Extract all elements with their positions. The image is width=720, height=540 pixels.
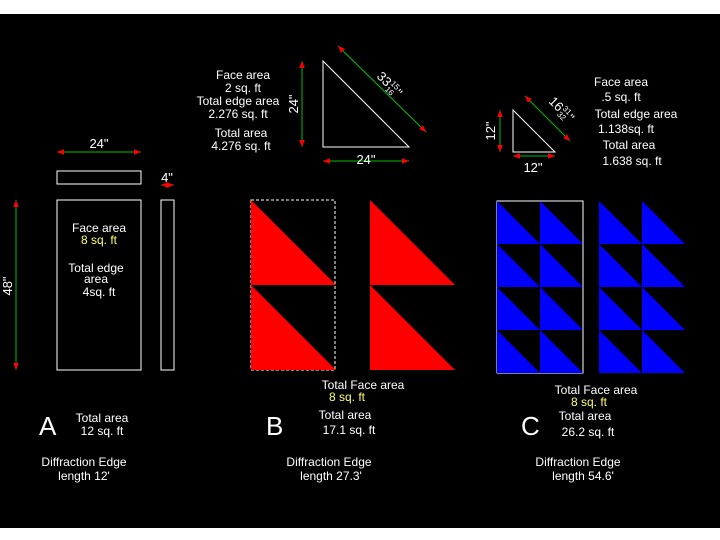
panel-a-edge-area-label-2: area — [84, 272, 108, 286]
panel-b-total-face-label: Total Face area — [322, 378, 405, 392]
panel-b-total-area-value: 17.1 sq. ft — [323, 423, 376, 437]
panel-b-total-area-label: Total area — [319, 408, 372, 422]
panel-c-tri-face-area-label: Face area — [594, 75, 648, 89]
panel-c-blue-triangle — [599, 201, 642, 244]
panel-c-blue-triangle — [540, 287, 583, 330]
panel-c-hyp-dim: 16 31 32 " — [546, 94, 578, 126]
panel-b-diffraction-value: length 27.3' — [300, 469, 362, 483]
panel-c-total-area-label: Total area — [559, 409, 612, 423]
panel-b-horizontal-dim: 24" — [356, 152, 375, 167]
panel-a-total-area-value: 12 sq. ft — [81, 424, 124, 438]
panel-a-total-area-label: Total area — [76, 411, 129, 425]
panel-c-blue-triangle — [642, 244, 685, 287]
diffraction-diagram: 24" 4" 48" Face area 8 sq. ft Total edge… — [0, 45, 685, 483]
panel-b-red-triangle — [251, 200, 336, 285]
panel-a-width-dim: 24" — [89, 136, 108, 151]
panel-b-red-triangle — [251, 285, 336, 370]
panel-b-letter: B — [266, 411, 283, 441]
panel-b-red-triangle — [370, 285, 455, 370]
panel-b-diffraction-label: Diffraction Edge — [286, 455, 371, 469]
panel-b-tri-face-area-label: Face area — [216, 68, 270, 82]
panel-c-blue-triangle — [599, 330, 642, 373]
diagram-canvas: 24" 4" 48" Face area 8 sq. ft Total edge… — [0, 14, 720, 528]
panel-c-total-face-value: 8 sq. ft — [571, 395, 608, 409]
panel-a-edge-area-value: 4sq. ft — [83, 285, 116, 299]
panel-c-total-face-label: Total Face area — [555, 383, 638, 397]
panel-b: 24" 24" 33 15 16 " Face area 2 sq. ft To… — [197, 45, 455, 483]
panel-c-blue-triangle — [599, 287, 642, 330]
panel-c-tri-edge-area-value: 1.138sq. ft — [598, 122, 655, 136]
panel-c-blue-triangle — [642, 287, 685, 330]
panel-c-diffraction-value: length 54.6' — [552, 469, 614, 483]
panel-a-edge-area-label-1: Total edge — [68, 261, 124, 275]
panel-a-diffraction-label: Diffraction Edge — [41, 455, 126, 469]
panel-c-blue-triangle — [540, 201, 583, 244]
panel-b-red-triangle — [370, 200, 455, 285]
panel-c-left-grid — [497, 201, 583, 373]
panel-c-blue-triangle — [540, 244, 583, 287]
panel-c-tri-total-area-value: 1.638 sq. ft — [602, 154, 662, 168]
panel-c-hyp-dim-line — [524, 95, 571, 142]
panel-a-face — [56, 199, 142, 371]
panel-c-tri-total-area-label: Total area — [603, 138, 656, 152]
panel-c: 12" 12" 16 31 32 " Face area .5 sq. ft T… — [483, 75, 685, 483]
panel-c-letter: C — [521, 411, 540, 441]
panel-b-tri-edge-area-label: Total edge area — [197, 94, 280, 108]
panel-a-face-area-label: Face area — [72, 221, 126, 235]
panel-a-top-view — [56, 170, 142, 185]
panel-c-blue-triangle — [642, 201, 685, 244]
panel-c-right-grid — [599, 201, 685, 373]
panel-c-tri-face-area-value: .5 sq. ft — [601, 90, 641, 104]
panel-c-blue-triangle — [497, 287, 540, 330]
panel-c-vertical-dim: 12" — [483, 121, 498, 140]
panel-b-vertical-dim: 24" — [286, 94, 301, 113]
panel-a-side-edge — [160, 199, 175, 371]
panel-c-blue-triangle — [497, 244, 540, 287]
panel-b-tri-total-area-value: 4.276 sq. ft — [211, 139, 271, 153]
panel-b-tri-face-area-value: 2 sq. ft — [225, 81, 262, 95]
panel-b-total-face-value: 8 sq. ft — [329, 390, 366, 404]
panel-a-diffraction-value: length 12' — [58, 469, 110, 483]
panel-a-thickness-dim: 4" — [161, 170, 173, 185]
panel-a-face-area-value: 8 sq. ft — [81, 233, 118, 247]
panel-c-blue-triangle — [497, 201, 540, 244]
panel-c-total-area-value: 26.2 sq. ft — [562, 425, 615, 439]
panel-a-height-dim: 48" — [0, 276, 15, 295]
panel-a-letter: A — [39, 411, 57, 441]
panel-c-blue-triangle — [599, 244, 642, 287]
panel-b-hyp-dim-line — [337, 45, 427, 133]
panel-b-tri-total-area-label: Total area — [215, 126, 268, 140]
panel-c-tri-edge-area-label: Total edge area — [595, 107, 678, 121]
panel-c-horizontal-dim: 12" — [523, 160, 542, 175]
panel-c-triangle-detail — [512, 108, 557, 153]
panel-c-blue-triangle — [642, 330, 685, 373]
panel-b-tri-edge-area-value: 2.276 sq. ft — [208, 107, 268, 121]
panel-a: 24" 4" 48" Face area 8 sq. ft Total edge… — [0, 136, 175, 483]
panel-c-diffraction-label: Diffraction Edge — [535, 455, 620, 469]
panel-c-blue-triangle — [540, 330, 583, 373]
panel-c-blue-triangle — [497, 330, 540, 373]
